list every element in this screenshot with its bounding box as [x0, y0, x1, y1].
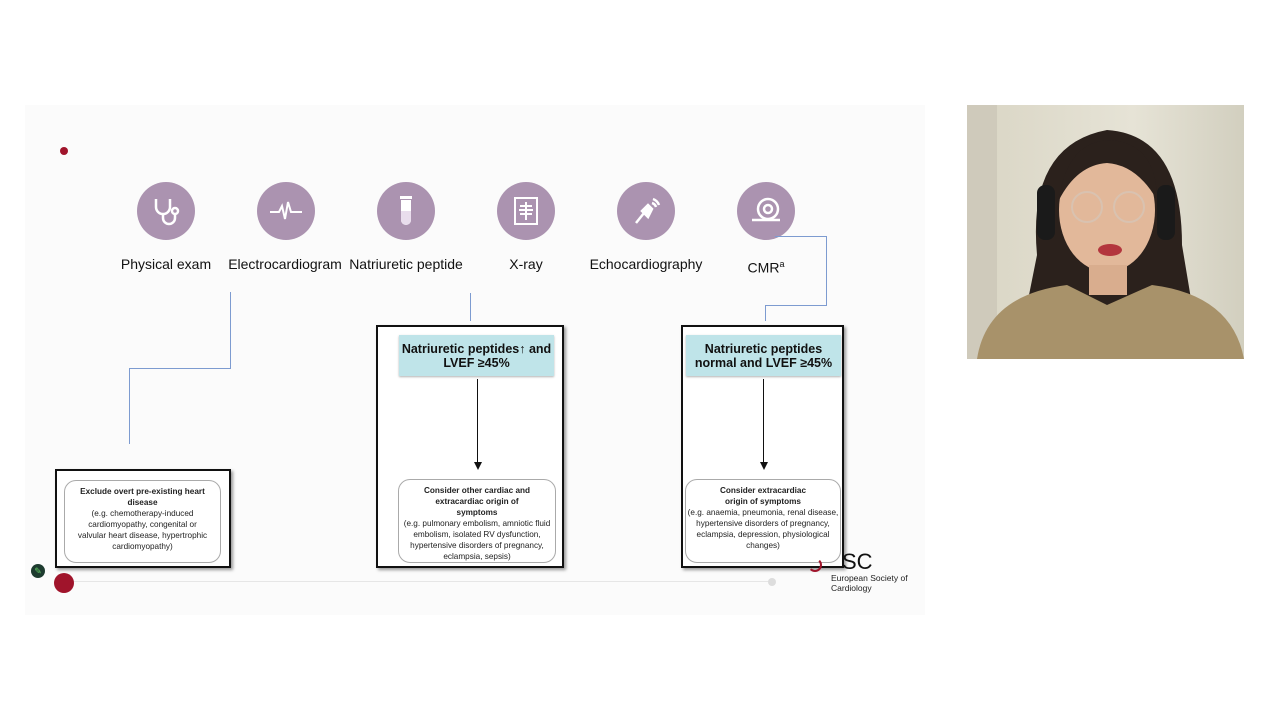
inner-box: Consider extracardiac origin of symptoms…: [685, 479, 841, 563]
step-label-natriuretic-peptide: Natriuretic peptide: [349, 256, 463, 272]
arrow-down: [477, 379, 478, 463]
step-label-physical-exam: Physical exam: [120, 256, 212, 272]
box-header: Natriuretic peptides↑ and LVEF ≥45%: [399, 335, 554, 376]
box-detail: (e.g. chemotherapy-induced cardiomyopath…: [77, 509, 208, 551]
arrowhead: [760, 462, 768, 470]
esc-logo-name: European Society of Cardiology: [831, 573, 908, 593]
progress-handle-end[interactable]: [768, 578, 776, 586]
box-title: Exclude overt pre-existing heart disease: [80, 487, 205, 507]
connector: [775, 236, 826, 237]
connector: [129, 368, 130, 444]
chest-xray-icon: [497, 182, 555, 240]
box-title: Consider other cardiac and extracardiac …: [423, 486, 530, 517]
box-exclude-heart-disease: Exclude overt pre-existing heart disease…: [55, 469, 231, 568]
connector: [129, 368, 231, 369]
test-tube-icon: [377, 182, 435, 240]
esc-logo-ring: [808, 558, 822, 572]
cmr-text: CMR: [747, 259, 780, 276]
esc-logo-mark: SC: [842, 549, 873, 574]
presenter-webcam: [967, 105, 1244, 359]
stethoscope-icon: [137, 182, 195, 240]
progress-track[interactable]: [64, 581, 774, 582]
box-title: Consider extracardiac origin of symptoms: [719, 486, 806, 506]
box-detail: (e.g. anaemia, pneumonia, renal disease,…: [687, 508, 839, 550]
connector: [470, 293, 471, 321]
arrowhead: [474, 462, 482, 470]
mri-scanner-icon: [737, 182, 795, 240]
presenter-video-frame: [967, 105, 1244, 359]
step-label-cmr: CMRa: [701, 255, 831, 277]
box-np-elevated: Natriuretic peptides↑ and LVEF ≥45% Cons…: [376, 325, 564, 568]
box-detail: (e.g. pulmonary embolism, amniotic fluid…: [403, 519, 551, 561]
inner-box: Consider other cardiac and extracardiac …: [398, 479, 556, 563]
esc-logo: SC European Society of Cardiology: [806, 548, 908, 594]
step-label-xray: X-ray: [509, 256, 543, 272]
ecg-wave-icon: [257, 182, 315, 240]
connector: [765, 305, 827, 306]
arrow-down: [763, 379, 764, 463]
slide-dot-top: [60, 147, 68, 155]
step-label-electrocardiogram: Electrocardiogram: [228, 256, 342, 272]
cmr-superscript: a: [779, 259, 785, 269]
inner-box: Exclude overt pre-existing heart disease…: [64, 480, 221, 563]
pen-tool-button[interactable]: ✎: [31, 564, 45, 578]
connector: [230, 292, 231, 368]
box-header: Natriuretic peptides normal and LVEF ≥45…: [686, 335, 841, 376]
record-button[interactable]: [54, 573, 74, 593]
connector: [826, 236, 827, 305]
step-label-echocardiography: Echocardiography: [589, 256, 703, 272]
box-np-normal: Natriuretic peptides normal and LVEF ≥45…: [681, 325, 844, 568]
connector: [765, 305, 766, 321]
ultrasound-probe-icon: [617, 182, 675, 240]
